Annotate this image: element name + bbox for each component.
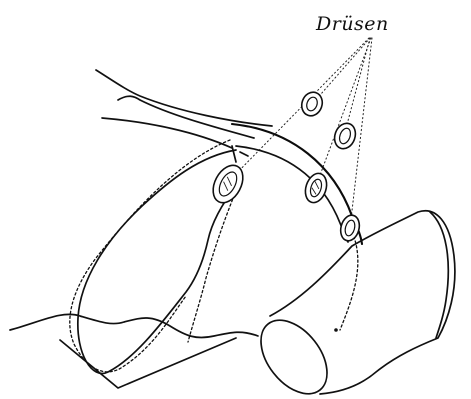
duct-into-cylinder: [340, 232, 358, 330]
ground-base: [10, 314, 258, 388]
pointer-line-1: [228, 38, 369, 182]
cylinder-back-rim: [430, 212, 448, 338]
cylinder-body: [270, 211, 455, 394]
inner-dashed-path: [188, 186, 238, 342]
pointer-line-4: [316, 38, 371, 186]
gland-2: [298, 89, 325, 118]
duct-opening-dot: [334, 328, 338, 332]
arch-inner-contour: [236, 146, 348, 242]
vessel-lower-edge: [102, 118, 232, 148]
gland-3: [331, 120, 359, 151]
gland-4: [302, 171, 330, 206]
main-loop: [78, 150, 236, 373]
pointer-line-3: [345, 38, 370, 132]
attachment-marks: [232, 146, 248, 162]
upper-vessel: [96, 70, 272, 148]
glands-label: Drüsen: [315, 13, 389, 35]
ground-line: [10, 314, 258, 337]
gland-5: [338, 213, 362, 243]
cylinder-front-opening: [248, 308, 341, 399]
